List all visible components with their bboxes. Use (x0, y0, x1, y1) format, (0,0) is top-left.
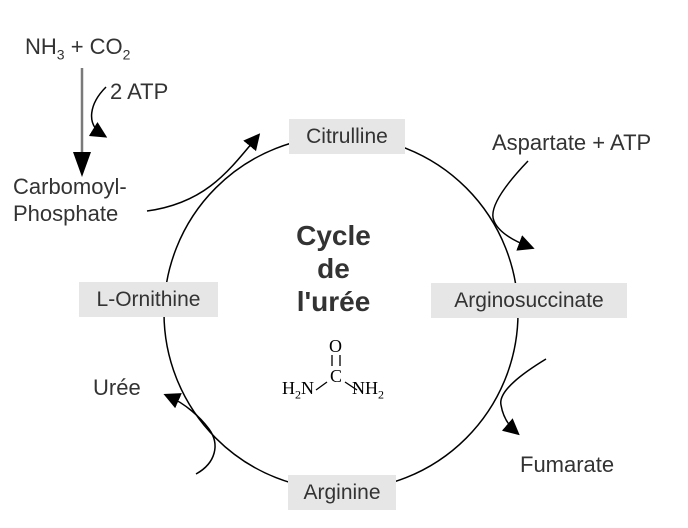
urea-h2n-n: N (301, 378, 314, 398)
ammonia-formula-sub1: 3 (56, 46, 65, 63)
urea-h2n-h: H (282, 378, 295, 398)
urea-h2n-sub: 2 (295, 387, 301, 402)
aspartate-input-arrow (492, 160, 535, 251)
atp-label: 2 ATP (110, 79, 169, 104)
urea-h2n-group: H2N (282, 378, 314, 405)
urea-output-arrow (163, 393, 216, 475)
ammonia-formula-sub2: 2 (122, 46, 131, 63)
urea-nh2-sub: 2 (378, 387, 384, 402)
urea-bond-right (344, 381, 358, 391)
urea-bond-left (315, 381, 328, 391)
urea-carbon-atom: C (330, 366, 343, 386)
urea-nh2-nh: NH (352, 378, 378, 398)
diagram-title: Cycle de l'urée (296, 220, 371, 317)
ammonia-to-carbamoyl-arrowhead (73, 152, 91, 177)
carbamoyl-phosphate-line1: Carbomoyl- (13, 174, 127, 199)
urea-nh2-group: NH2 (352, 378, 384, 405)
node-arginosuccinate: Arginosuccinate (431, 283, 627, 318)
ammonia-formula-base2: + CO (64, 34, 123, 59)
urea-oxygen-atom: O (329, 336, 342, 356)
fumarate-output-arrow (500, 358, 547, 436)
fumarate-label: Fumarate (520, 452, 615, 477)
ammonia-formula-base1: NH (25, 34, 57, 59)
ammonia-co2-label: NH3 + CO2 (25, 33, 130, 68)
atp-arrow (88, 86, 108, 138)
urea-label: Urée (93, 375, 141, 400)
node-citrulline: Citrulline (289, 119, 405, 154)
node-l-ornithine: L-Ornithine (79, 282, 218, 317)
carbamoyl-to-citrulline-arrow (146, 133, 261, 212)
node-arginine: Arginine (288, 475, 396, 510)
carbamoyl-phosphate-label: Carbomoyl- Phosphate (13, 173, 127, 227)
aspartate-atp-label: Aspartate + ATP (492, 130, 652, 155)
carbamoyl-phosphate-line2: Phosphate (13, 201, 119, 226)
